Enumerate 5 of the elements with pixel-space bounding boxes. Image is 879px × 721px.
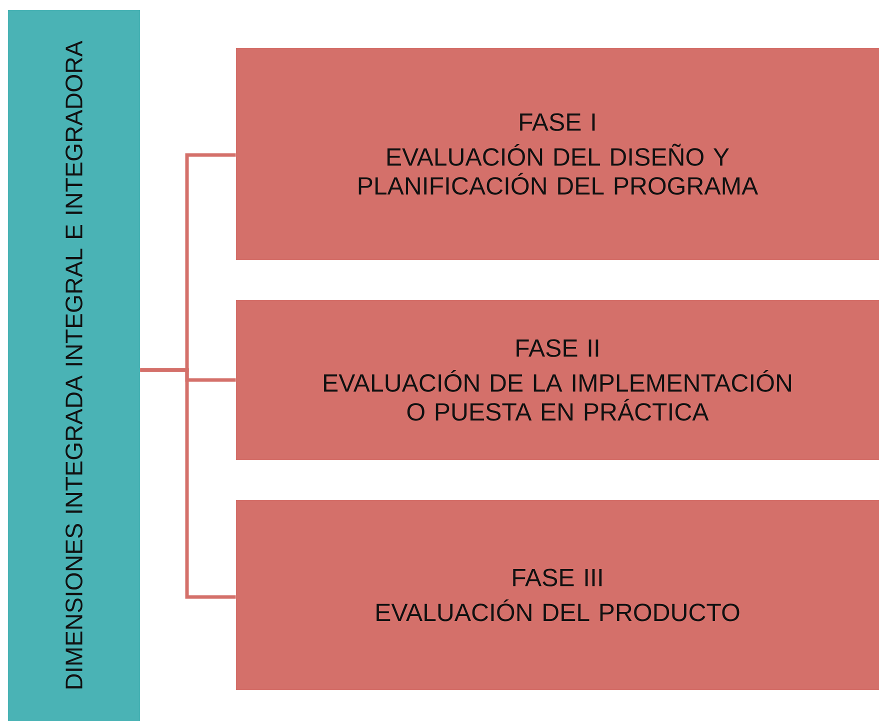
connector xyxy=(140,368,236,599)
phase-box: FASE III EVALUACIÓN DEL PRODUCTO xyxy=(236,500,879,690)
phase-box: FASE II EVALUACIÓN DE LA IMPLEMENTACIÓN O PUESTA EN PRÁCTICA xyxy=(236,300,879,460)
side-bar: DIMENSIONES INTEGRADA INTEGRAL E INTEGRADORA xyxy=(8,10,140,721)
phase-box: FASE I EVALUACIÓN DEL DISEÑO Y PLANIFICACIÓN DEL PROGRAMA xyxy=(236,48,879,260)
